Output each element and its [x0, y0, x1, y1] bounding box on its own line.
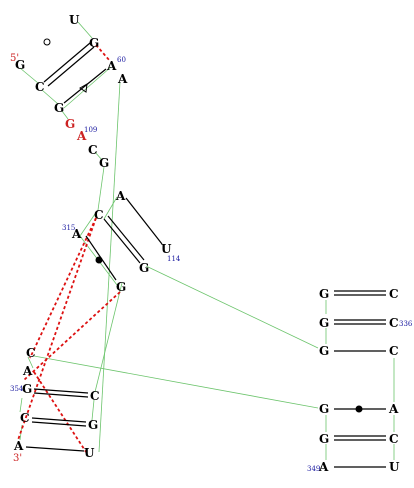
nucleotide: U: [84, 446, 95, 460]
five-prime-label: 5': [10, 53, 19, 64]
base-pairs: [25, 42, 386, 468]
nucleotide: A: [71, 227, 82, 241]
open-circle-symbol: [43, 38, 51, 46]
nucleotide: C: [35, 80, 45, 94]
position-number: 109: [84, 126, 97, 134]
position-number: 349: [307, 465, 320, 473]
filled-circle-symbol: [95, 256, 103, 264]
nucleotide: C: [389, 287, 399, 301]
nucleotide: G: [319, 287, 329, 301]
nucleotide: A: [76, 129, 87, 143]
position-number: 336: [399, 320, 413, 328]
tertiary-interactions: [17, 44, 121, 453]
nucleotide: G: [319, 402, 329, 416]
filled-circle-symbol: [355, 405, 363, 413]
position-number: 60: [117, 56, 126, 64]
nucleotide: U: [389, 460, 400, 474]
nucleotide: U: [69, 13, 80, 27]
nucleotide: C: [389, 316, 399, 330]
nucleotide: G: [65, 117, 75, 131]
nucleotide: C: [26, 346, 36, 360]
pair-symbols: [43, 38, 363, 413]
open-triangle-symbol: [79, 83, 88, 93]
position-numbers: 60 109 315 114 336 354 349: [10, 56, 413, 473]
nucleotide: C: [389, 432, 399, 446]
nucleotide: A: [106, 59, 117, 73]
position-number: 315: [62, 224, 75, 232]
nucleotide: G: [319, 316, 329, 330]
strand-ends: 5' 3': [10, 53, 22, 464]
nucleotide: G: [22, 382, 32, 396]
nucleotide: G: [139, 261, 149, 275]
nucleotide: A: [318, 460, 329, 474]
nucleotide: G: [15, 58, 25, 72]
nucleotide: G: [89, 36, 99, 50]
nucleotide: G: [54, 101, 64, 115]
nucleotide: C: [90, 389, 100, 403]
nucleotide: A: [388, 402, 399, 416]
nucleotide: A: [115, 189, 126, 203]
nucleotide: A: [13, 439, 24, 453]
backbone-lines: [19, 21, 395, 460]
nucleotide-labels: U G A A G C G G A C G A C U G A G C A G …: [13, 13, 400, 474]
nucleotide: G: [319, 344, 329, 358]
nucleotide: A: [117, 72, 128, 86]
nucleotide: G: [116, 280, 126, 294]
position-number: 354: [10, 385, 24, 393]
nucleotide: G: [99, 156, 109, 170]
nucleotide: C: [88, 143, 98, 157]
nucleotide: G: [88, 418, 98, 432]
nucleotide: A: [22, 364, 33, 378]
nucleotide: C: [389, 344, 399, 358]
nucleotide: C: [20, 411, 30, 425]
three-prime-label: 3': [13, 453, 22, 464]
nucleotide: C: [94, 208, 104, 222]
position-number: 114: [167, 255, 181, 263]
nucleotide: U: [161, 242, 172, 256]
nucleotide: G: [319, 432, 329, 446]
